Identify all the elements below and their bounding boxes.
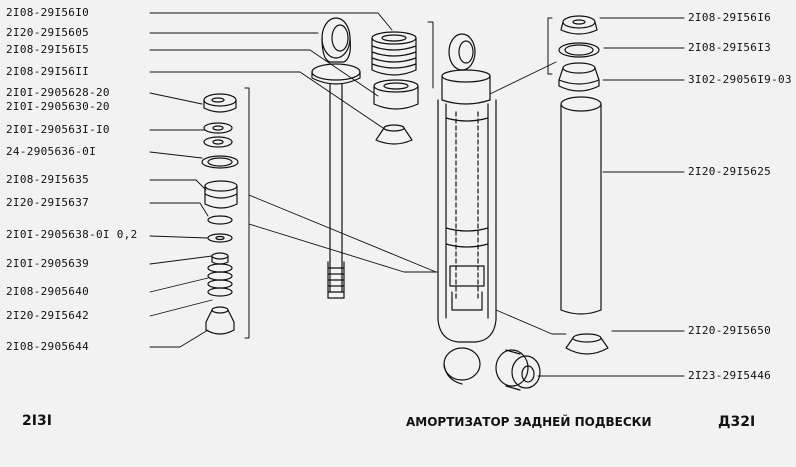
part-label-2120-2915625: 2I20-29I5625 [688, 165, 772, 178]
part-label-2101-2905628-20: 2I0I-2905628-20 [6, 86, 110, 99]
part-label-2101-2905630-20: 2I0I-2905630-20 [6, 100, 110, 113]
leader-lines [149, 12, 685, 377]
cover-assembly [558, 15, 609, 355]
page-code: Д32I [718, 414, 756, 430]
upper-bushings [371, 31, 419, 145]
part-label-2108-2915616: 2I08-29I56I6 [688, 11, 772, 24]
part-label-2101-2905638-01: 2I0I-2905638-0I 0,2 [6, 228, 138, 241]
part-label-2108-2915613: 2I08-29I56I3 [688, 41, 772, 54]
part-label-2108-2915635: 2I08-29I5635 [6, 173, 90, 186]
part-label-2120-2915637: 2I20-29I5637 [6, 196, 90, 209]
part-label-2101-2905631-10: 2I0I-290563I-I0 [6, 123, 110, 136]
rod-assembly [311, 17, 361, 299]
brackets [244, 17, 553, 339]
part-label-3102-2905619-03: 3I02-29056I9-03 [688, 73, 792, 86]
part-label-24-2905636-01: 24-2905636-0I [6, 145, 96, 158]
part-label-2120-2915642: 2I20-29I5642 [6, 309, 90, 322]
diagram-title: АМОРТИЗАТОР ЗАДНЕЙ ПОДВЕСКИ [406, 415, 652, 429]
part-label-2108-2905644: 2I08-2905644 [6, 340, 90, 353]
part-label-2123-2915446: 2I23-29I5446 [688, 369, 772, 382]
part-label-2108-2915615: 2I08-29I56I5 [6, 43, 90, 56]
model-code: 2I3I [22, 413, 52, 429]
part-label-2120-2915605: 2I20-29I5605 [6, 26, 90, 39]
small-parts-stack [201, 93, 239, 335]
part-label-2101-2905639: 2I0I-2905639 [6, 257, 90, 270]
part-label-2108-2915610: 2I08-29I56I0 [6, 6, 90, 19]
part-label-2108-2915611: 2I08-29I56II [6, 65, 90, 78]
part-label-2120-2915650: 2I20-29I5650 [688, 324, 772, 337]
shock-body [437, 33, 541, 391]
part-label-2108-2905640: 2I08-2905640 [6, 285, 90, 298]
